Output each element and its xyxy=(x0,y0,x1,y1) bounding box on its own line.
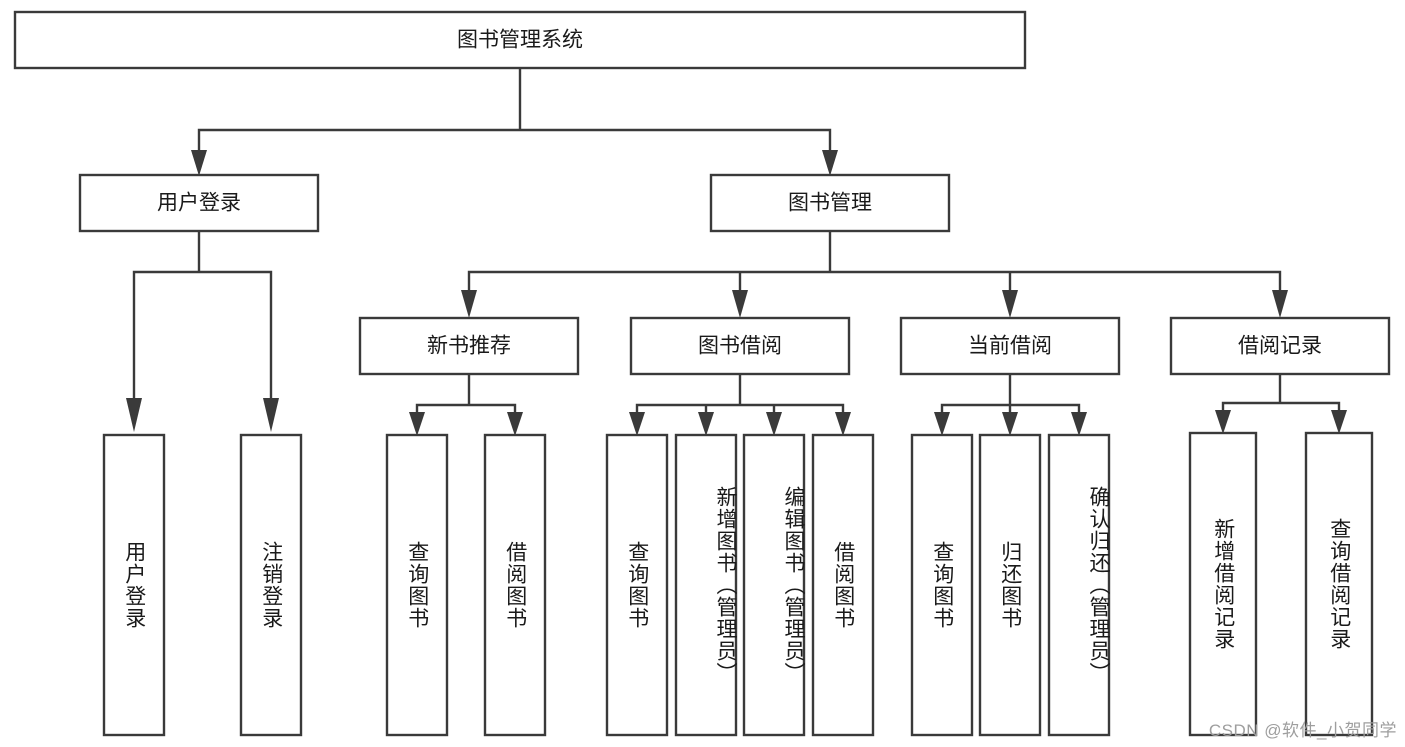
arrowhead-leaf-add-book xyxy=(698,412,714,436)
arrowhead-book-borrow xyxy=(732,290,748,318)
node-book-manage[interactable]: 图书管理 xyxy=(709,173,951,233)
arrowhead-leaf-query-book-3 xyxy=(934,412,950,436)
connector-borrow-record-branch xyxy=(1221,372,1341,414)
arrowhead-leaf-confirm-return xyxy=(1071,412,1087,436)
node-borrow-record[interactable]: 借阅记录 xyxy=(1169,316,1391,376)
user-login-label: 用户登录 xyxy=(157,192,241,215)
book-borrow-box[interactable] xyxy=(629,316,851,376)
borrow-record-label: 借阅记录 xyxy=(1238,335,1322,358)
root-label: 图书管理系统 xyxy=(457,29,583,52)
arrowhead-borrow-record xyxy=(1272,290,1288,318)
connector-new-book-recommend-branch xyxy=(415,372,517,417)
leaf-query-book-3-box[interactable] xyxy=(910,433,974,737)
arrowhead-book-manage xyxy=(822,150,838,176)
leaf-add-book-box[interactable] xyxy=(674,433,738,737)
leaf-return-book-box[interactable] xyxy=(978,433,1042,737)
connector-group-book-manage-children xyxy=(461,229,1288,318)
leaf-query-book-1-box[interactable] xyxy=(385,433,449,737)
leaf-query-book-2-box[interactable] xyxy=(605,433,669,737)
connector-group-root-to-level2 xyxy=(191,66,838,176)
leaf-borrow-book-2-box[interactable] xyxy=(811,433,875,737)
current-borrow-box[interactable] xyxy=(899,316,1121,376)
arrowhead-leaf-borrow-book-2 xyxy=(835,412,851,436)
arrowhead-leaf-return-book xyxy=(1002,412,1018,436)
arrowhead-new-book-recommend xyxy=(461,290,477,318)
connector-group-current-borrow-children xyxy=(934,372,1087,436)
leaf-borrow-book-1-box[interactable] xyxy=(483,433,547,737)
arrowhead-leaf-edit-book xyxy=(766,412,782,436)
connector-group-book-borrow-children xyxy=(629,372,851,436)
leaf-add-record-box[interactable] xyxy=(1188,431,1258,737)
connector-group-borrow-record-children xyxy=(1215,372,1347,434)
leaf-query-record-box[interactable] xyxy=(1304,431,1374,737)
connector-group-new-book-recommend-children xyxy=(409,372,523,436)
arrowhead-leaf-query-book-2 xyxy=(629,412,645,436)
node-root[interactable]: 图书管理系统 xyxy=(13,10,1027,70)
connector-root-branch xyxy=(197,66,832,154)
current-borrow-label: 当前借阅 xyxy=(968,335,1052,358)
connector-book-manage-branch xyxy=(467,229,1282,294)
node-new-book-recommend[interactable]: 新书推荐 xyxy=(358,316,580,376)
arrowhead-leaf-user-login xyxy=(126,398,142,432)
arrowhead-leaf-query-record xyxy=(1331,410,1347,434)
borrow-record-box[interactable] xyxy=(1169,316,1391,376)
arrowhead-current-borrow xyxy=(1002,290,1018,318)
connector-user-login-branch xyxy=(132,229,273,402)
root-box[interactable] xyxy=(13,10,1027,70)
connector-current-borrow-branch xyxy=(940,372,1081,417)
node-user-login[interactable]: 用户登录 xyxy=(78,173,320,233)
leaf-edit-book-box[interactable] xyxy=(742,433,806,737)
leaf-user-login-box[interactable] xyxy=(102,433,166,737)
book-manage-label: 图书管理 xyxy=(788,192,872,215)
arrowhead-leaf-logout xyxy=(263,398,279,432)
book-borrow-label: 图书借阅 xyxy=(698,335,782,358)
connector-group-user-login-children xyxy=(126,229,279,432)
leaf-logout-box[interactable] xyxy=(239,433,303,737)
arrowhead-user-login xyxy=(191,150,207,176)
node-book-borrow[interactable]: 图书借阅 xyxy=(629,316,851,376)
connector-book-borrow-branch xyxy=(635,372,845,417)
watermark-text: CSDN @软件_小贺同学 xyxy=(1208,721,1397,740)
arrowhead-leaf-borrow-book-1 xyxy=(507,412,523,436)
arrowhead-leaf-query-book-1 xyxy=(409,412,425,436)
new-book-recommend-label: 新书推荐 xyxy=(427,335,511,358)
arrowhead-leaf-add-record xyxy=(1215,410,1231,434)
user-login-box[interactable] xyxy=(78,173,320,233)
node-current-borrow[interactable]: 当前借阅 xyxy=(899,316,1121,376)
new-book-recommend-box[interactable] xyxy=(358,316,580,376)
book-manage-box[interactable] xyxy=(709,173,951,233)
leaf-confirm-return-box[interactable] xyxy=(1047,433,1111,737)
